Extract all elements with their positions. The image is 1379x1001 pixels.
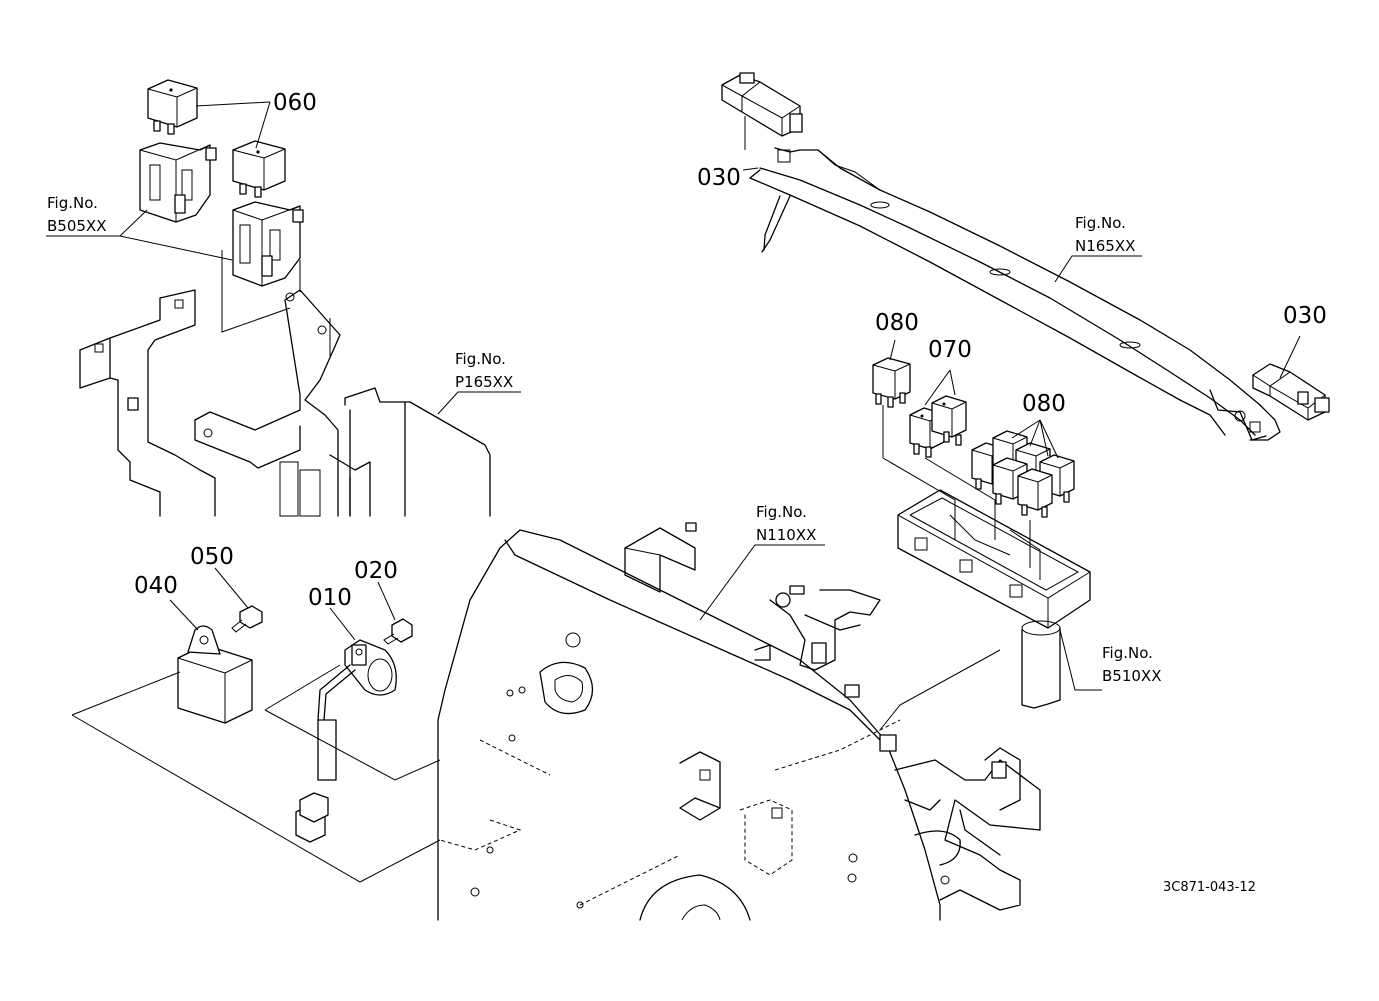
screw-050 [231, 605, 263, 633]
callout-030-left: 030 [697, 165, 741, 191]
svg-text:Fig.No.: Fig.No. [455, 350, 506, 368]
relay-socket-b505-upper [139, 142, 217, 223]
svg-text:Fig.No.: Fig.No. [1102, 644, 1153, 662]
svg-text:Fig.No.: Fig.No. [47, 194, 98, 212]
svg-text:B510XX: B510XX [1102, 667, 1161, 685]
svg-text:N165XX: N165XX [1075, 237, 1135, 255]
figref-b510: Fig.No. B510XX [1102, 644, 1161, 685]
figref-n110: Fig.No. N110XX [756, 503, 816, 544]
drawing-code: 3C871-043-12 [1163, 880, 1256, 895]
relay-080-group [971, 430, 1075, 518]
callout-010: 010 [308, 585, 352, 611]
svg-text:P165XX: P165XX [455, 373, 513, 391]
relay-socket-b505-lower [232, 201, 304, 287]
panel-p165 [344, 387, 491, 517]
figref-n165: Fig.No. N165XX [1075, 214, 1135, 255]
relay-060-lower [232, 140, 286, 198]
callout-060: 060 [273, 90, 317, 116]
callout-020: 020 [354, 558, 398, 584]
connector-030-right [1252, 363, 1330, 421]
callout-070: 070 [928, 337, 972, 363]
callout-040: 040 [134, 573, 178, 599]
svg-text:Fig.No.: Fig.No. [756, 503, 807, 521]
flasher-040 [177, 625, 253, 724]
relay-bracket [79, 289, 371, 517]
callout-080-single: 080 [875, 310, 919, 336]
relay-box-b510 [897, 489, 1091, 709]
relay-080-single [872, 357, 911, 408]
svg-text:B505XX: B505XX [47, 217, 106, 235]
main-panel-n110 [437, 522, 941, 921]
lower-right-structure [894, 747, 1041, 911]
relay-070-pair [909, 395, 967, 458]
callout-030-right: 030 [1283, 303, 1327, 329]
callout-050: 050 [190, 544, 234, 570]
relay-060-upper [147, 79, 198, 135]
screw-020 [383, 618, 413, 645]
figref-b505: Fig.No. B505XX [46, 194, 120, 237]
svg-text:N110XX: N110XX [756, 526, 816, 544]
harness-n165 [749, 147, 1281, 441]
svg-text:Fig.No.: Fig.No. [1075, 214, 1126, 232]
sensor-010 [295, 639, 397, 843]
center-bracket [754, 585, 897, 752]
connector-030-left [721, 72, 803, 137]
callout-080-group: 080 [1022, 391, 1066, 417]
figref-p165: Fig.No. P165XX [455, 350, 513, 391]
callout-labels: 060 030 030 080 070 080 050 040 020 010 [134, 90, 1327, 611]
